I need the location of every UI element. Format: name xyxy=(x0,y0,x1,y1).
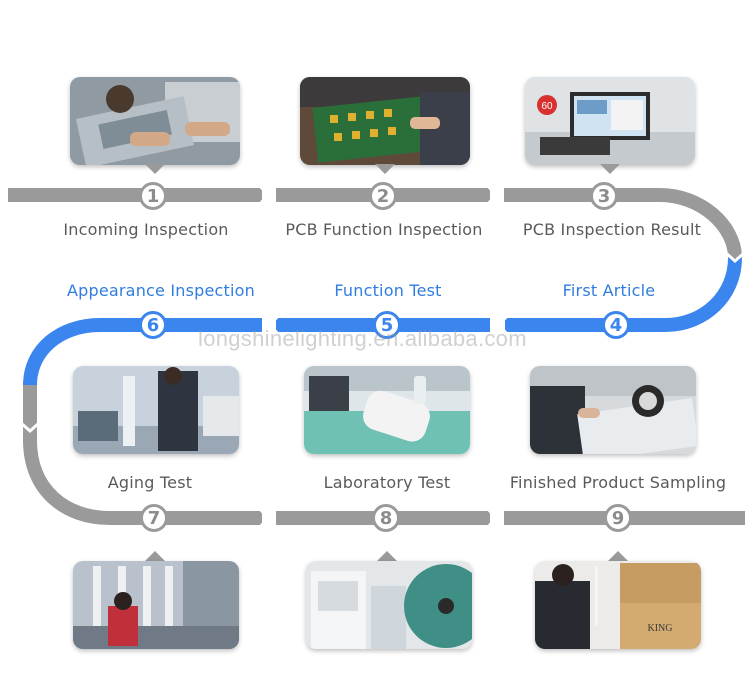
step-5-number: 5 xyxy=(373,311,401,339)
step-3-label: PCB Inspection Result xyxy=(522,220,702,239)
step-3-number: 3 xyxy=(590,182,618,210)
photo-pcb-function-inspection xyxy=(300,77,470,165)
step-6-number: 6 xyxy=(139,311,167,339)
step-7-number: 7 xyxy=(140,504,168,532)
step-5-label: Function Test xyxy=(334,281,442,300)
pointer-8 xyxy=(377,551,397,561)
photo-pcb-inspection-result: 60 xyxy=(525,77,695,165)
step-2-number: 2 xyxy=(369,182,397,210)
photo-aging-test-line xyxy=(73,561,239,649)
step-8-number: 8 xyxy=(372,504,400,532)
photo-aging-test xyxy=(73,366,239,454)
segment-chevrons xyxy=(21,186,744,527)
pointer-1 xyxy=(145,164,165,174)
watermark-text: longshinelighting.en.alibaba.com xyxy=(198,326,527,351)
photo-packaging: KING xyxy=(535,561,701,649)
step-9-number: 9 xyxy=(604,504,632,532)
step-2-label: PCB Function Inspection xyxy=(285,220,483,239)
photo-laboratory-equipment xyxy=(306,561,472,649)
pointer-2 xyxy=(375,164,395,174)
step-1-number: 1 xyxy=(139,182,167,210)
row1-track xyxy=(8,188,742,259)
step-4-label: First Article xyxy=(562,281,656,300)
box-brand-text: KING xyxy=(648,623,673,634)
pointer-7 xyxy=(145,551,165,561)
step-6-label: Appearance Inspection xyxy=(67,281,255,300)
step-1-label: Incoming Inspection xyxy=(63,220,229,239)
step-8-label: Laboratory Test xyxy=(323,473,451,492)
pointer-3 xyxy=(600,164,620,174)
photo-incoming-inspection xyxy=(70,77,240,165)
step-7-label: Aging Test xyxy=(107,473,193,492)
step-9-label: Finished Product Sampling xyxy=(509,473,727,492)
photo-laboratory-test xyxy=(304,366,470,454)
pointer-9 xyxy=(608,551,628,561)
photo-finished-product-sampling xyxy=(530,366,696,454)
step-4-number: 4 xyxy=(602,311,630,339)
machine-badge-text: 60 xyxy=(541,101,553,112)
